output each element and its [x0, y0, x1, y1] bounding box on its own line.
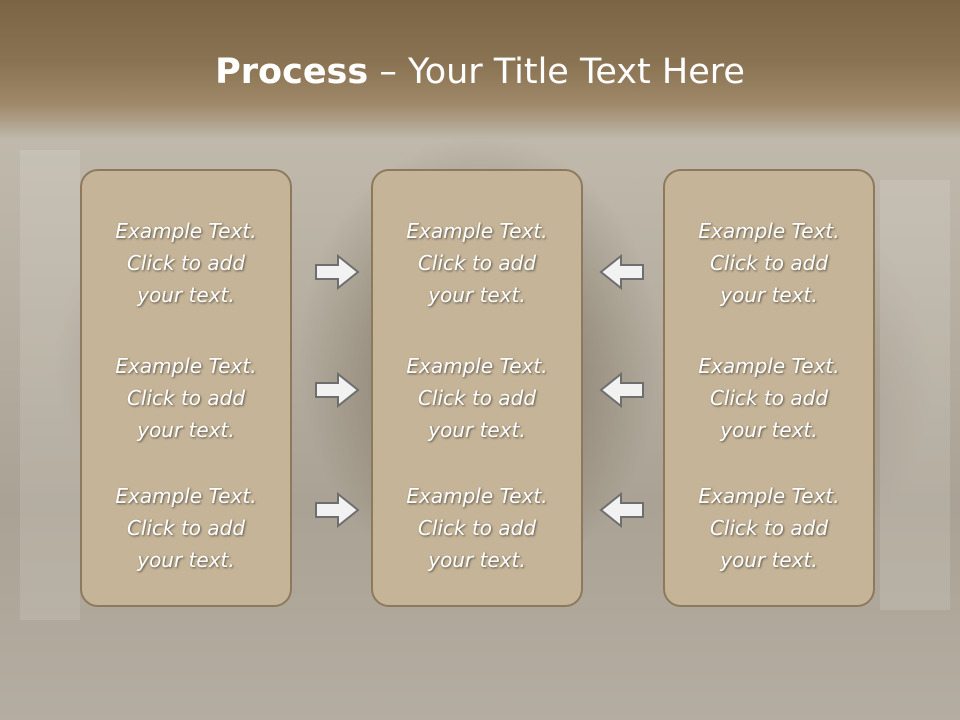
- text-line: Example Text.: [406, 354, 548, 378]
- arrow-left-icon[interactable]: [599, 254, 645, 290]
- slide-title[interactable]: Process – Your Title Text Here: [0, 52, 960, 92]
- text-line: Example Text.: [406, 219, 548, 243]
- title-band: [0, 0, 960, 140]
- text-panel-right[interactable]: Example Text. Click to add your text. Ex…: [663, 169, 875, 607]
- text-line: Example Text.: [115, 219, 257, 243]
- text-line: your text.: [428, 283, 526, 307]
- title-rest-text: Your Title Text Here: [407, 52, 745, 92]
- text-line: Click to add: [417, 386, 537, 410]
- title-bold-text: Process: [215, 52, 369, 92]
- text-line: your text.: [428, 418, 526, 442]
- text-line: your text.: [137, 283, 235, 307]
- text-line: your text.: [137, 418, 235, 442]
- arrow-right-icon[interactable]: [314, 492, 360, 528]
- text-panel-left[interactable]: Example Text. Click to add your text. Ex…: [80, 169, 292, 607]
- text-placeholder[interactable]: Example Text. Click to add your text.: [665, 215, 873, 311]
- text-line: your text.: [720, 418, 818, 442]
- text-panel-center[interactable]: Example Text. Click to add your text. Ex…: [371, 169, 583, 607]
- background-image: [20, 150, 80, 620]
- text-placeholder[interactable]: Example Text. Click to add your text.: [373, 350, 581, 446]
- text-line: your text.: [428, 548, 526, 572]
- text-line: your text.: [720, 548, 818, 572]
- text-placeholder[interactable]: Example Text. Click to add your text.: [82, 215, 290, 311]
- text-placeholder[interactable]: Example Text. Click to add your text.: [82, 350, 290, 446]
- text-line: Example Text.: [698, 484, 840, 508]
- arrow-right-icon[interactable]: [314, 254, 360, 290]
- text-placeholder[interactable]: Example Text. Click to add your text.: [373, 215, 581, 311]
- text-line: Example Text.: [698, 354, 840, 378]
- text-line: Click to add: [709, 386, 829, 410]
- text-placeholder[interactable]: Example Text. Click to add your text.: [665, 480, 873, 576]
- text-line: Example Text.: [115, 484, 257, 508]
- text-placeholder[interactable]: Example Text. Click to add your text.: [373, 480, 581, 576]
- text-line: Click to add: [417, 251, 537, 275]
- text-line: Example Text.: [115, 354, 257, 378]
- background-image-right: [880, 180, 950, 610]
- arrow-left-icon[interactable]: [599, 492, 645, 528]
- text-line: Click to add: [709, 251, 829, 275]
- text-line: Click to add: [126, 251, 246, 275]
- text-line: Example Text.: [698, 219, 840, 243]
- text-line: Example Text.: [406, 484, 548, 508]
- text-line: Click to add: [709, 516, 829, 540]
- arrow-left-icon[interactable]: [599, 372, 645, 408]
- text-line: Click to add: [126, 516, 246, 540]
- text-line: Click to add: [126, 386, 246, 410]
- text-placeholder[interactable]: Example Text. Click to add your text.: [82, 480, 290, 576]
- text-line: your text.: [720, 283, 818, 307]
- arrow-right-icon[interactable]: [314, 372, 360, 408]
- title-separator: –: [368, 52, 408, 92]
- text-line: Click to add: [417, 516, 537, 540]
- text-placeholder[interactable]: Example Text. Click to add your text.: [665, 350, 873, 446]
- text-line: your text.: [137, 548, 235, 572]
